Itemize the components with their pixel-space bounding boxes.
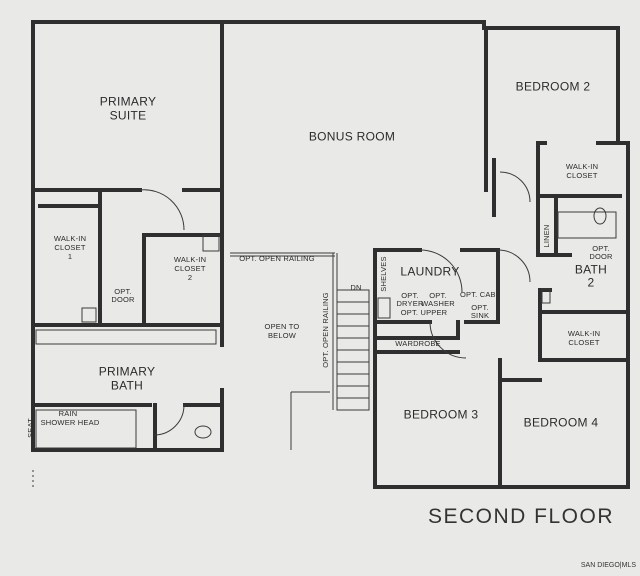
cabinet (377, 297, 391, 319)
opt-door-label: OPT. (114, 287, 132, 297)
rain-shower-label: SHOWER HEAD (40, 418, 100, 428)
walkin-closet-1-label: 1 (67, 252, 73, 262)
linen-label: LINEN (542, 224, 552, 248)
laundry-label: LAUNDRY (400, 264, 460, 279)
opt-cab-label: OPT. CAB. (459, 290, 499, 300)
walkin-closet-label: WALK-IN (565, 162, 599, 172)
toilet (593, 207, 607, 225)
opt-sink-label: OPT. (471, 303, 489, 313)
cabinet (541, 288, 551, 304)
shelves-label: SHELVES (379, 256, 389, 292)
opt-dryer-label: DRYER (396, 299, 424, 309)
mls-watermark: SAN DIEGO|MLS (580, 562, 636, 569)
open-to-below-label: OPEN TO (264, 322, 300, 332)
opt-door-label: OPT. (592, 244, 610, 254)
opt-dryer-label: OPT. (401, 291, 419, 301)
cabinet (202, 234, 220, 252)
door-swing (497, 249, 531, 283)
vanity-counter (35, 329, 217, 345)
opt-washer-label: WASHER (421, 299, 455, 309)
walkin-closet-1-label: CLOSET (54, 243, 86, 253)
primary-suite-label: SUITE (109, 108, 147, 123)
bedroom-4-label: BEDROOM 4 (523, 415, 599, 430)
opt-washer-label: OPT. (429, 291, 447, 301)
shower (35, 409, 137, 449)
walkin-closet-2-label: CLOSET (174, 264, 206, 274)
stairs-down-label: DN (350, 283, 362, 293)
bonus-room-label: BONUS ROOM (308, 129, 396, 144)
opt-sink-label: SINK (470, 311, 490, 321)
cabinet (81, 307, 97, 323)
bath-2-label: BATH (574, 262, 608, 277)
floor-title: SECOND FLOOR (428, 505, 615, 528)
walkin-closet-label: CLOSET (568, 338, 600, 348)
walkin-closet-2-label: WALK-IN (173, 255, 207, 265)
primary-suite-label: PRIMARY (99, 94, 157, 109)
opt-door-label: DOOR (589, 252, 613, 262)
walkin-closet-label: CLOSET (566, 171, 598, 181)
rain-shower-label: RAIN (58, 409, 78, 419)
primary-bath-label: PRIMARY (98, 364, 156, 379)
door-swing (139, 189, 185, 231)
opt-door-label: DOOR (111, 295, 135, 305)
door-swing (153, 404, 185, 436)
bedroom-2-label: BEDROOM 2 (515, 79, 591, 94)
door-swing (419, 249, 463, 293)
door-swing (429, 321, 467, 359)
opt-upper-label: OPT. UPPER (400, 308, 448, 318)
primary-bath-label: BATH (110, 378, 144, 393)
toilet (194, 425, 212, 439)
open-to-below-label: BELOW (267, 331, 297, 341)
walkin-closet-label: WALK-IN (567, 329, 601, 339)
walkin-closet-2-label: 2 (187, 273, 193, 283)
bedroom-3-label: BEDROOM 3 (403, 407, 479, 422)
bath-2-label: 2 (587, 275, 595, 290)
open-railing-label: OPT. OPEN RAILING (321, 292, 331, 368)
door-swing (499, 171, 531, 203)
seat-label: SEAT (26, 418, 36, 438)
wardrobe-label: WARDROBE (395, 339, 441, 349)
vanity-counter (557, 211, 617, 239)
open-railing-label: OPT. OPEN RAILING (239, 254, 315, 264)
walkin-closet-1-label: WALK-IN (53, 234, 87, 244)
